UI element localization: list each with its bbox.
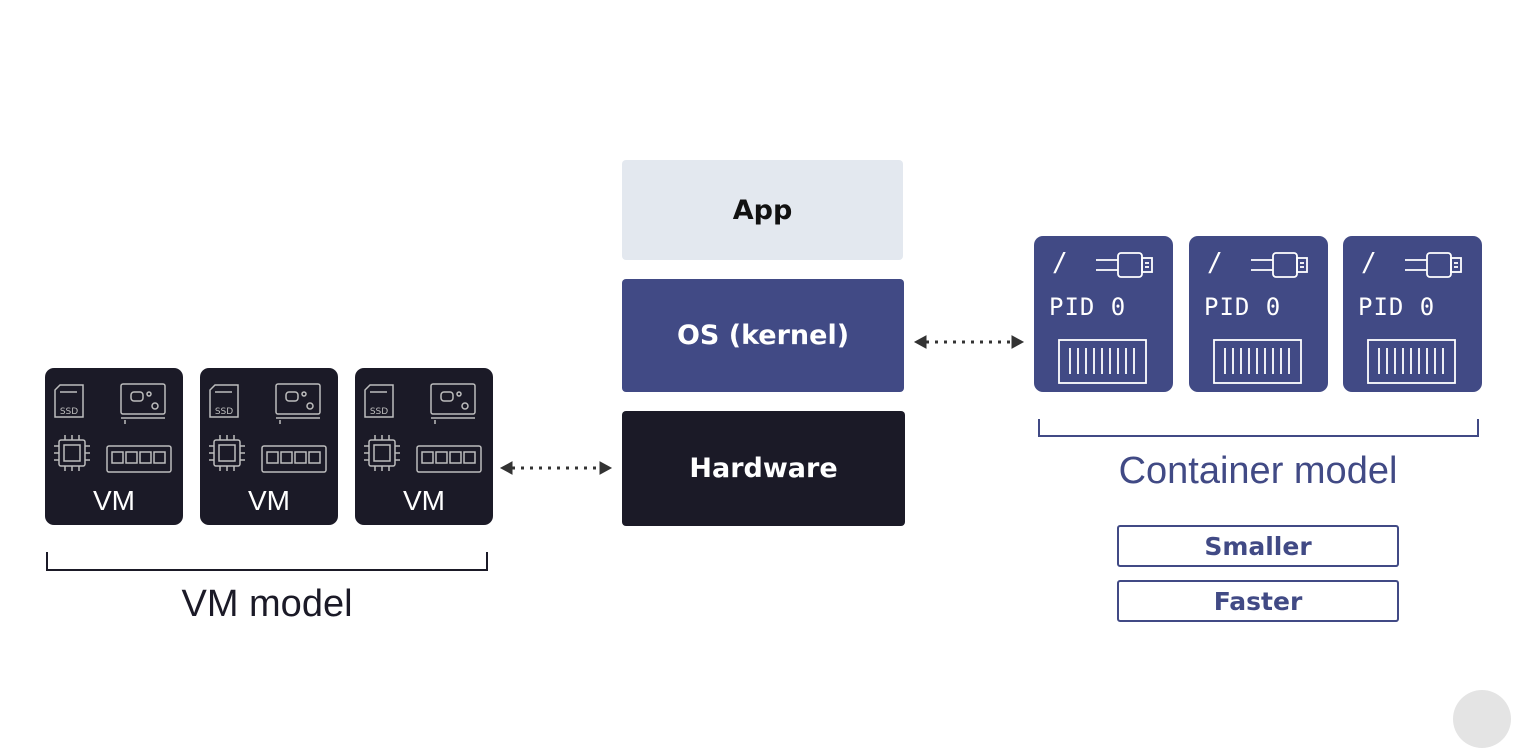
filesystem-icon: [1367, 339, 1456, 384]
network-card-icon: [120, 383, 166, 424]
plug-icon: [1096, 252, 1153, 278]
ssd-icon: [209, 384, 239, 418]
network-card-icon: [430, 383, 476, 424]
vm-model-title: VM model: [181, 583, 353, 625]
ssd-icon: [54, 384, 84, 418]
ssd-label: SSD: [215, 407, 233, 417]
container-card: / PID 0: [1189, 236, 1328, 392]
root-path-label: /: [1052, 248, 1068, 278]
smaller-benefit-box: Smaller: [1117, 525, 1399, 567]
root-path-label: /: [1361, 248, 1377, 278]
plug-icon: [1405, 252, 1462, 278]
vm-label: VM: [93, 485, 135, 516]
ram-icon: [416, 445, 482, 473]
connector-arrows: [46, 335, 1479, 571]
container-model-title: Container model: [1118, 450, 1398, 492]
vm-card: SSD: [200, 368, 338, 525]
ssd-label: SSD: [370, 407, 388, 417]
filesystem-icon: [1213, 339, 1302, 384]
app-layer: App: [622, 160, 903, 260]
os-container-arrow: [913, 335, 1025, 349]
cpu-icon: [54, 435, 90, 471]
player-badge-icon[interactable]: [1453, 690, 1511, 748]
container-card: / PID 0: [1034, 236, 1173, 392]
container-bracket: [1038, 419, 1479, 437]
pid-label: PID 0: [1049, 293, 1127, 321]
vm-label: VM: [248, 485, 290, 516]
vm-card: SSD: [45, 368, 183, 525]
ssd-icon: [364, 384, 394, 418]
vm-hardware-arrow: [499, 461, 613, 475]
faster-benefit-box: Faster: [1117, 580, 1399, 622]
pid-label: PID 0: [1358, 293, 1436, 321]
hardware-layer: Hardware: [622, 411, 905, 526]
ram-icon: [106, 445, 172, 473]
os-kernel-layer: OS (kernel): [622, 279, 904, 392]
network-card-icon: [275, 383, 321, 424]
filesystem-icon: [1058, 339, 1147, 384]
ssd-label: SSD: [60, 407, 78, 417]
root-path-label: /: [1207, 248, 1223, 278]
pid-label: PID 0: [1204, 293, 1282, 321]
cpu-icon: [364, 435, 400, 471]
vm-card: SSD: [355, 368, 493, 525]
plug-icon: [1251, 252, 1308, 278]
ram-icon: [261, 445, 327, 473]
container-card: / PID 0: [1343, 236, 1482, 392]
vm-label: VM: [403, 485, 445, 516]
cpu-icon: [209, 435, 245, 471]
vm-bracket: [46, 552, 488, 571]
